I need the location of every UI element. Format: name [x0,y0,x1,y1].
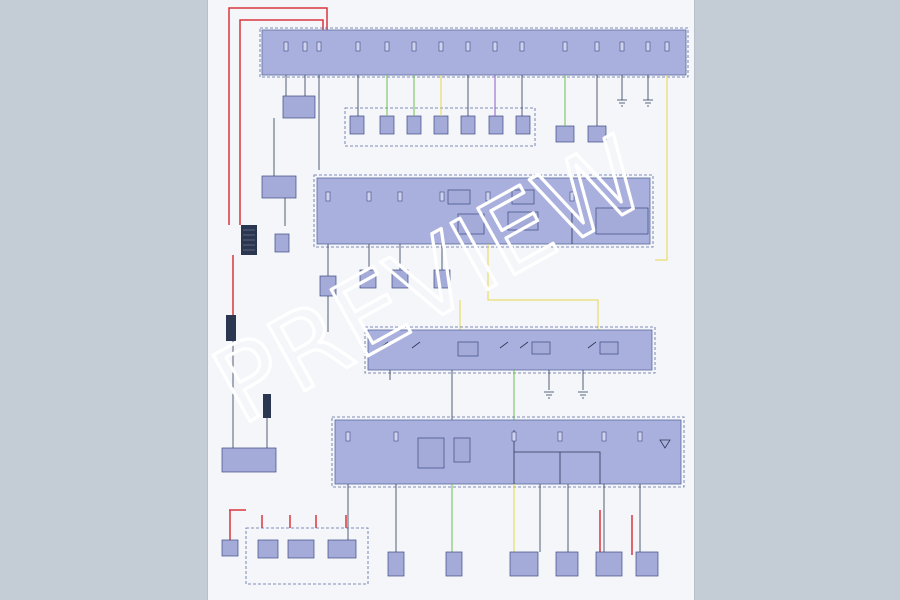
fuse [439,191,445,202]
fuse [601,431,607,442]
horn-relay [319,275,337,297]
fuse [366,191,372,202]
upper-relay-box [344,107,536,147]
fuse [393,431,399,442]
generator [221,447,277,473]
fuse-box-lower [331,416,685,488]
fog-lamp-relay [359,269,377,289]
junction-box-middle [313,174,654,248]
fuse [492,41,498,52]
fusible-link-2 [263,394,271,418]
headlamp-relay [391,269,409,289]
fuse [637,431,643,442]
fuse [511,431,517,442]
lower-component-4 [555,551,579,577]
lower-component-2 [445,551,463,577]
fuse [345,431,351,442]
fuse [557,431,563,442]
fuse [438,41,444,52]
fuse [325,191,331,202]
auxiliary-relay [221,539,239,557]
fuse [562,41,568,52]
fuse [355,41,361,52]
fuse [519,41,525,52]
fuse [485,191,491,202]
window-control-relay [587,125,607,143]
fuse [594,41,600,52]
power-distribution-module [261,175,297,199]
fuse [569,191,575,202]
control-module-left [282,95,316,119]
fuse [411,41,417,52]
fuse [316,41,322,52]
starter-relay [274,233,290,253]
fuse [384,41,390,52]
lower-component-3 [509,551,539,577]
fuse [302,41,308,52]
battery-feed-wires [228,7,633,555]
ac-clutch-relay [433,269,451,289]
lower-component-1 [387,551,405,577]
bottom-relay-box [245,527,369,585]
lower-component-6 [635,551,659,577]
fuse [397,191,403,202]
seat-control-relay [555,125,575,143]
ground-symbols-top [617,99,653,107]
battery [241,225,257,255]
fusible-link-1 [226,315,236,341]
fuse [645,41,651,52]
fuse-box-top [259,27,689,78]
fuse [664,41,670,52]
ignition-switch-box [364,326,656,374]
ground-symbols-middle [544,391,588,399]
fuse [283,41,289,52]
lower-component-5 [595,551,623,577]
fuse [465,41,471,52]
fuse [619,41,625,52]
